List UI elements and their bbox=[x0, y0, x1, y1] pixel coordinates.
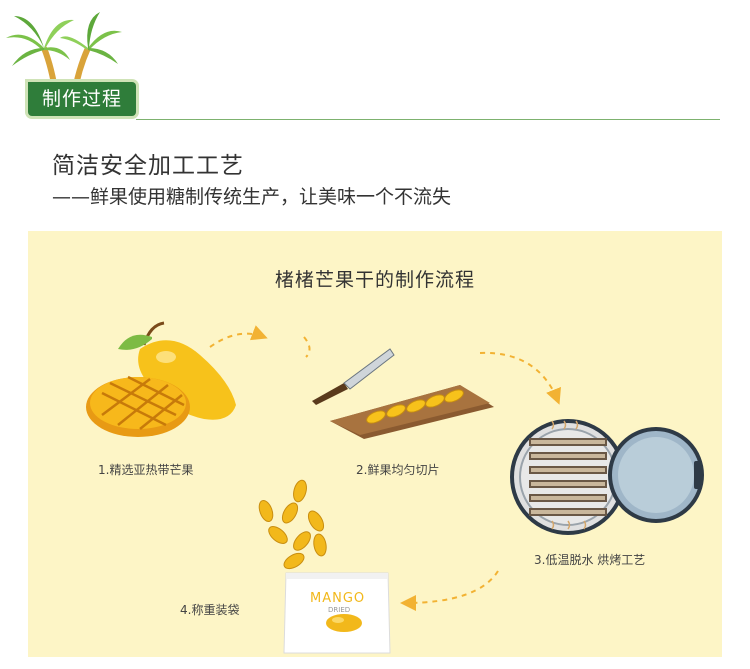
arrow-step1-to-step2 bbox=[209, 325, 268, 348]
page-heading: 简洁安全加工工艺 bbox=[52, 153, 244, 179]
package-illustration bbox=[258, 479, 391, 654]
process-arrows bbox=[209, 325, 561, 611]
arrow-step3-to-step4 bbox=[400, 570, 499, 611]
section-badge: 制作过程 bbox=[28, 82, 136, 116]
process-panel: 楮楮芒果干的制作流程 1.精选亚热带芒果 bbox=[28, 231, 722, 657]
package-subtitle: DRIED bbox=[328, 606, 351, 614]
step-label: 4.称重装袋 bbox=[180, 603, 240, 617]
step-label: 1.精选亚热带芒果 bbox=[98, 463, 194, 477]
section-divider bbox=[136, 119, 720, 120]
package-brand: MANGO bbox=[310, 591, 366, 606]
process-title: 楮楮芒果干的制作流程 bbox=[274, 269, 475, 291]
dehydrator-illustration bbox=[510, 419, 704, 535]
arrow-step2-to-step3 bbox=[303, 336, 311, 358]
step-label: 3.低温脱水 烘烤工艺 bbox=[534, 553, 646, 567]
page-subheading: ——鲜果使用糖制传统生产，让美味一个不流失 bbox=[52, 186, 452, 208]
arrow-step2-to-step3b bbox=[479, 351, 561, 405]
step-label: 2.鲜果均匀切片 bbox=[356, 463, 440, 477]
cutting-board-illustration bbox=[312, 348, 494, 439]
mango-illustration bbox=[86, 321, 236, 437]
